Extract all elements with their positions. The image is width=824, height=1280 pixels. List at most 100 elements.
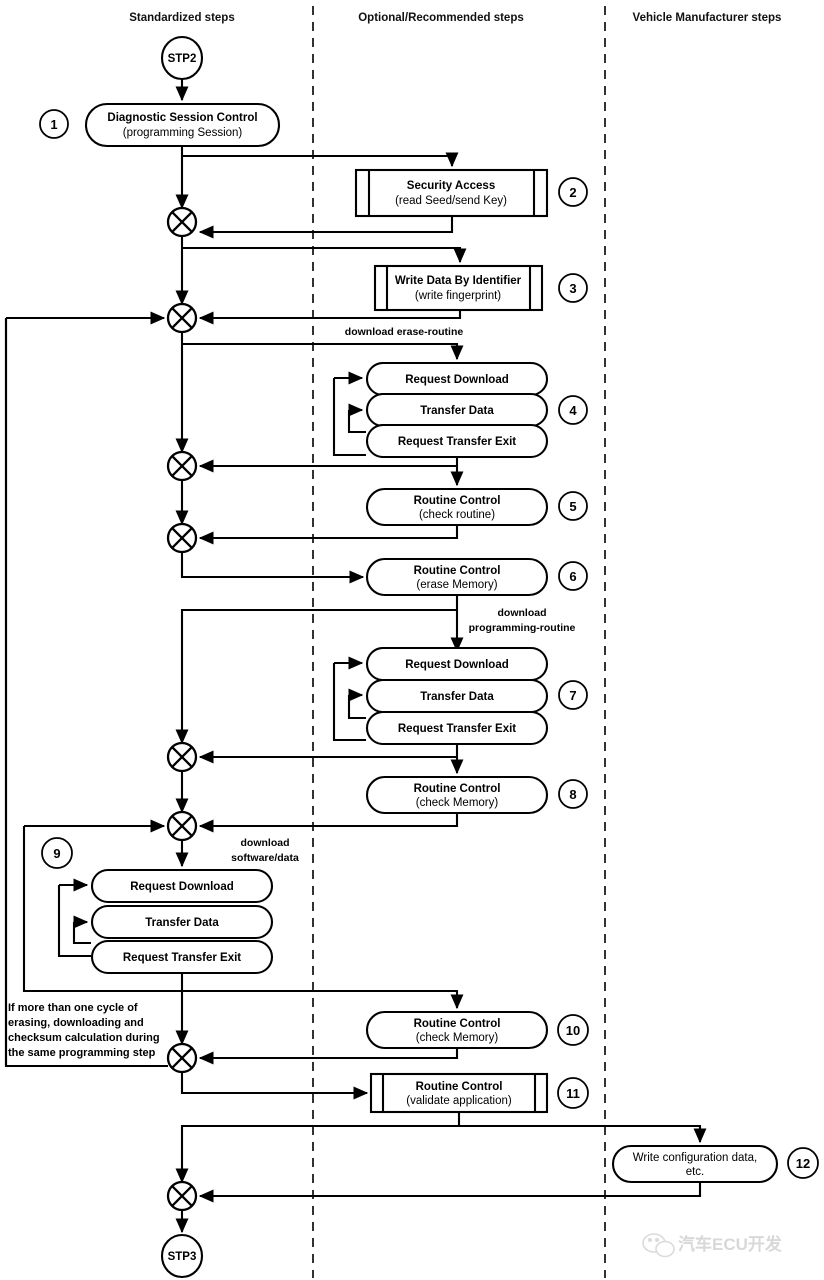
junction-j8 [166,1180,198,1212]
edge-step7-transfer-loop-line [347,695,366,720]
node-shape[interactable] [84,102,281,148]
node-request-download-4[interactable]: Request Download [365,361,549,397]
step-badge-11: 11 [557,1077,589,1109]
junction-j1 [166,206,198,238]
node-label-line1: Security Access [407,180,495,192]
node-shape[interactable] [611,1144,779,1184]
node-shape[interactable] [90,939,274,975]
node-label: Request Transfer Exit [398,436,516,448]
node-shape[interactable] [365,487,549,527]
node-shape[interactable] [365,775,549,815]
lane-titles: Standardized steps Optional/Recommended … [129,12,781,24]
step-badge-4: 4 [558,395,588,425]
step-badge-label: 3 [569,281,576,296]
note-line-4: the same programming step [8,1047,156,1059]
node-transfer-data-7[interactable]: Transfer Data [365,678,549,714]
edge-check-memory-10-to-j7 [198,1048,459,1065]
step-number-badges: 1 2 3 4 5 6 7 8 [39,109,819,1179]
edge-step7-exit-loopback-line [332,663,366,742]
node-label: Request Download [405,374,509,386]
node-label: Transfer Data [420,405,494,417]
terminal-shape [160,1233,204,1279]
lane-title-standardized: Standardized steps [129,12,234,24]
junction-j2 [166,302,198,334]
node-label-line2: (read Seed/send Key) [395,195,507,207]
edge-check-routine-to-j4 [198,525,459,545]
lane-title-optional: Optional/Recommended steps [358,12,524,24]
step-badge-label: 10 [566,1023,580,1038]
node-request-transfer-exit-9[interactable]: Request Transfer Exit [90,939,274,975]
step-badge-1: 1 [39,109,69,139]
terminal-label: STP3 [168,1251,197,1263]
node-transfer-data-4[interactable]: Transfer Data [365,392,549,428]
note-line-3: checksum calculation during [8,1032,160,1044]
step-badge-label: 4 [569,403,577,418]
node-label-line1: Routine Control [414,1018,501,1030]
edge-j1-to-write-data-by-identifier [182,246,467,264]
node-request-transfer-exit-7[interactable]: Request Transfer Exit [365,710,549,746]
terminal-label: STP2 [168,53,197,65]
step-badge-5: 5 [558,491,588,521]
node-routine-control-check-memory-8[interactable]: Routine Control (check Memory) [365,775,549,815]
node-shape[interactable] [365,423,549,459]
node-label-line2: (programming Session) [123,127,243,139]
step-badge-12: 12 [787,1147,819,1179]
node-shape[interactable] [365,557,549,597]
node-shape[interactable] [90,868,274,904]
node-routine-control-validate-application[interactable]: Routine Control (validate application) [369,1072,549,1114]
node-label-line1: Routine Control [414,495,501,507]
terminal-end: STP3 [160,1233,204,1279]
edge-label-download-programming-routine-line1: download [498,607,547,619]
node-routine-control-check-memory-10[interactable]: Routine Control (check Memory) [365,1010,549,1050]
node-shape[interactable] [369,1072,549,1114]
edge-label-download-programming-routine-line2: programming-routine [469,622,576,634]
edge-write-config-to-j8 [198,1182,702,1203]
node-shape[interactable] [365,1010,549,1050]
edge-j7-to-validate-application [180,1072,369,1100]
node-shape[interactable] [354,168,549,218]
watermark-text: 汽车ECU开发 [678,1234,783,1254]
node-label-line2: (validate application) [406,1095,512,1107]
junction-j3 [166,450,198,482]
node-transfer-data-9[interactable]: Transfer Data [90,904,274,940]
node-shape[interactable] [90,904,274,940]
lane-dividers [312,6,606,1278]
node-diagnostic-session-control[interactable]: Diagnostic Session Control (programming … [84,102,281,148]
node-routine-control-check-routine[interactable]: Routine Control (check routine) [365,487,549,527]
node-write-configuration-data[interactable]: Write configuration data, etc. [611,1144,779,1184]
step-badge-3: 3 [558,273,588,303]
edge-step4-transfer-loop-line [347,410,366,434]
node-label-line1: Routine Control [414,783,501,795]
edge-security-access-to-j1 [198,216,454,239]
step-badge-10: 10 [557,1014,589,1046]
junction-j7 [166,1042,198,1074]
node-label-line2: (write fingerprint) [415,290,501,302]
node-label-line1: Routine Control [416,1081,503,1093]
step-badge-label: 1 [50,117,57,132]
node-label-line1: Diagnostic Session Control [107,112,257,124]
step-badge-label: 9 [53,846,60,861]
edge-label-download-software-data-line2: software/data [231,852,299,864]
node-shape[interactable] [365,710,549,746]
step-badge-label: 8 [569,787,576,802]
edge-label-download-software-data-line1: download [241,837,290,849]
note-line-1: If more than one cycle of [8,1002,138,1014]
node-routine-control-erase-memory[interactable]: Routine Control (erase Memory) [365,557,549,597]
terminal-start: STP2 [160,35,204,81]
node-write-data-by-identifier[interactable]: Write Data By Identifier (write fingerpr… [373,264,544,312]
node-request-download-9[interactable]: Request Download [90,868,274,904]
node-request-download-7[interactable]: Request Download [365,646,549,682]
node-security-access[interactable]: Security Access (read Seed/send Key) [354,168,549,218]
node-shape[interactable] [373,264,544,312]
edge-label-download-erase-routine: download erase-routine [345,326,464,338]
step-badge-label: 2 [569,185,576,200]
node-request-transfer-exit-4[interactable]: Request Transfer Exit [365,423,549,459]
node-label-line2: (check routine) [419,509,495,521]
step-badge-label: 5 [569,499,576,514]
node-label: Transfer Data [420,691,494,703]
node-label: Transfer Data [145,917,219,929]
edge-j4-to-erase-memory [180,552,365,584]
junctions [166,206,198,1212]
